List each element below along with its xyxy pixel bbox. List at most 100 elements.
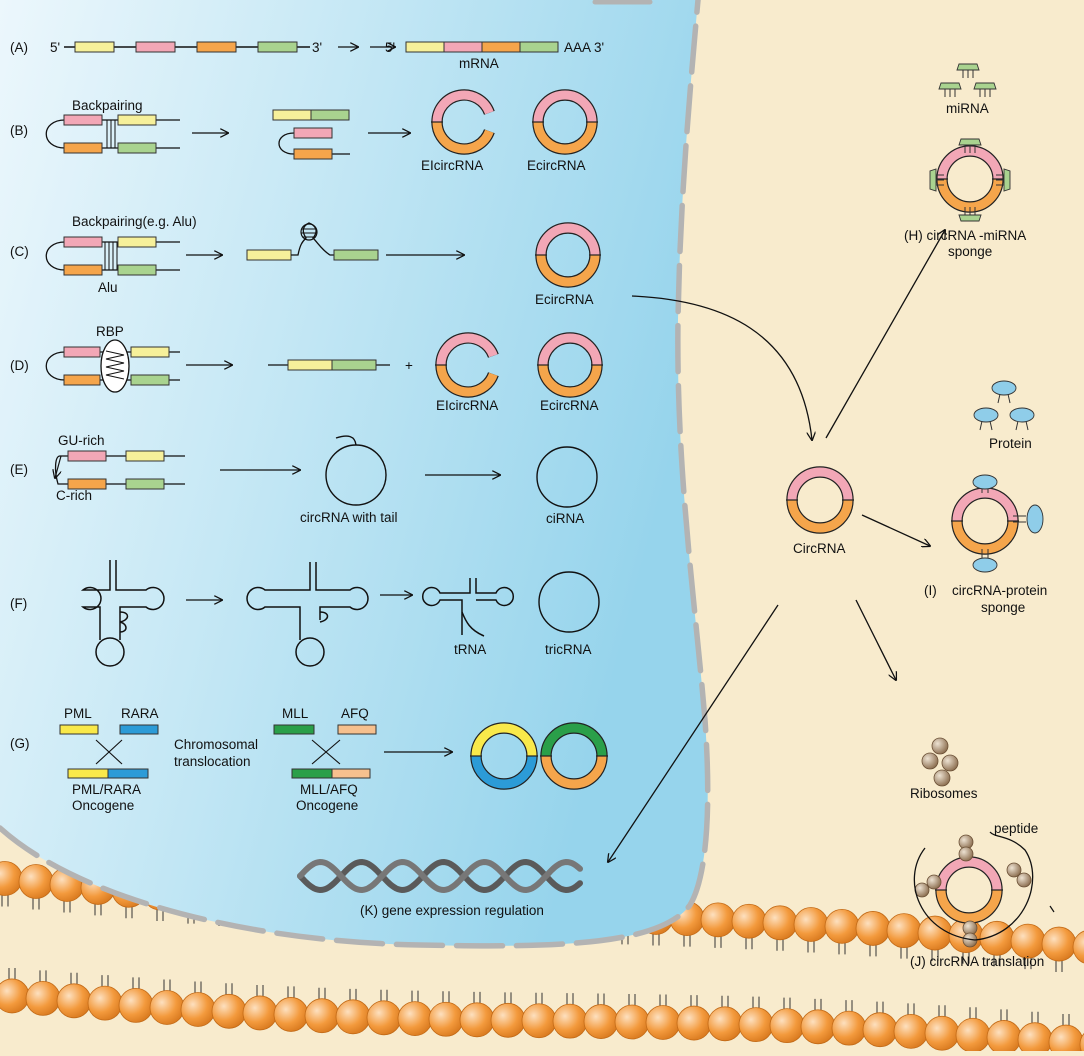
i-circrna <box>951 487 1019 555</box>
label-i-tag: (I) <box>924 583 937 598</box>
lipid-head <box>1048 1024 1084 1056</box>
label-translocation: translocation <box>174 754 251 769</box>
lipid-head <box>428 1001 464 1037</box>
mirna-molecule <box>929 168 944 192</box>
mll-afq-circrna <box>540 722 608 790</box>
label-circrna-central: CircRNA <box>793 541 846 556</box>
mirna-molecule <box>996 168 1011 192</box>
elcircrna-ring-d <box>435 332 499 398</box>
label-backpairing-alu: Backpairing(e.g. Alu) <box>72 214 197 229</box>
lipid-head <box>986 1020 1022 1055</box>
row-g: (G) PML RARA PML/RARA Oncogene Chromosom… <box>10 706 452 813</box>
label-gu-rich: GU-rich <box>58 433 105 448</box>
exon-orange <box>196 41 237 53</box>
label-peptide: peptide <box>994 821 1038 836</box>
lipid-head <box>25 981 61 1016</box>
lipid-head <box>762 905 798 941</box>
lipid-head <box>707 1006 743 1042</box>
mirna-legend <box>929 63 1011 222</box>
label-tricrna: tricRNA <box>545 642 592 657</box>
row-label-g: (G) <box>10 736 30 751</box>
j-circrna <box>935 856 1003 924</box>
circrna-circles <box>431 89 1019 924</box>
lipid-head <box>18 864 54 899</box>
arrow-export <box>631 295 812 440</box>
label-oncogene-1: Oncogene <box>72 798 134 813</box>
label-chromosomal: Chromosomal <box>174 737 258 752</box>
lipid-head <box>87 985 123 1021</box>
lipid-head <box>149 990 185 1025</box>
row-label-a: (A) <box>10 40 28 55</box>
tricrna-circle <box>538 571 600 633</box>
protein-legend <box>972 380 1044 573</box>
protein-molecule <box>1009 407 1035 423</box>
nuclear-envelope <box>0 0 711 949</box>
lipid-head <box>242 995 278 1031</box>
ribosome <box>1016 872 1032 888</box>
protein-molecule <box>1026 504 1044 534</box>
mirna-molecule <box>938 82 962 97</box>
ribosome <box>931 737 949 755</box>
lipid-head <box>800 1009 836 1045</box>
label-5prime: 5' <box>50 40 60 55</box>
lipid-head <box>56 983 92 1019</box>
dna-strand-2 <box>297 858 583 894</box>
protein-molecule <box>973 407 999 423</box>
lipid-head <box>614 1004 650 1040</box>
row-a: (A) 5' 3' 5' AAA 3' mRNA <box>10 40 604 71</box>
lipid-head <box>397 1001 433 1036</box>
lipid-head <box>924 1015 960 1051</box>
lipid-head <box>893 1013 929 1049</box>
arrow-to-i <box>861 514 930 546</box>
label-pml-rara: PML/RARA <box>72 782 141 797</box>
row-e: (E) GU-rich C-rich circRNA with tail ciR… <box>10 433 598 526</box>
lipid-head <box>335 999 371 1035</box>
label-backpairing: Backpairing <box>72 98 143 113</box>
label-i-sponge: sponge <box>981 600 1025 615</box>
lipid-head <box>1079 1032 1084 1056</box>
lipid-head <box>738 1007 774 1043</box>
row-label-c: (C) <box>10 244 29 259</box>
row-label-e: (E) <box>10 462 28 477</box>
lipid-head <box>490 1002 526 1038</box>
arrow-to-j <box>855 599 896 680</box>
lipid-head <box>0 978 30 1014</box>
lipid-head <box>731 903 767 939</box>
lipid-head <box>552 1003 588 1039</box>
label-3prime: 3' <box>312 40 322 55</box>
label-afq: AFQ <box>341 706 369 721</box>
lipid-head <box>1072 930 1084 964</box>
lipid-head <box>459 1002 495 1038</box>
arrow-to-k <box>608 604 779 862</box>
lipid-head <box>917 915 953 951</box>
lipid-head <box>769 1008 805 1044</box>
dna-strand-1 <box>297 858 583 894</box>
rbp-protein <box>100 339 130 393</box>
label-ecircrna-d: EcircRNA <box>540 398 599 413</box>
central-circrna <box>786 466 854 534</box>
lipid-head <box>118 987 154 1023</box>
mirna-molecule <box>956 63 980 78</box>
lipid-head <box>824 908 860 944</box>
mirna-molecule <box>973 82 997 97</box>
label-h-title: (H) circRNA -miRNA <box>904 228 1026 243</box>
row-c: (C) Backpairing(e.g. Alu) Alu EcircRNA <box>10 214 594 307</box>
label-mll: MLL <box>282 706 309 721</box>
label-rara: RARA <box>121 706 159 721</box>
row-label-f: (F) <box>10 596 27 611</box>
lipid-head <box>211 993 247 1029</box>
lipid-head <box>366 1000 402 1036</box>
nucleus <box>0 0 708 946</box>
lipid-head <box>0 861 23 896</box>
lipid-head <box>676 1005 712 1041</box>
label-mrna: mRNA <box>459 56 499 71</box>
lipid-head <box>793 907 829 942</box>
label-elcircrna-d: EIcircRNA <box>436 398 498 413</box>
peptide-chain <box>913 831 1034 941</box>
exon-pink <box>135 41 176 53</box>
label-gene-expression-regulation: (K) gene expression regulation <box>360 903 544 918</box>
pre-trna <box>80 560 165 667</box>
lipid-head <box>886 913 922 949</box>
lipid-head <box>273 997 309 1032</box>
